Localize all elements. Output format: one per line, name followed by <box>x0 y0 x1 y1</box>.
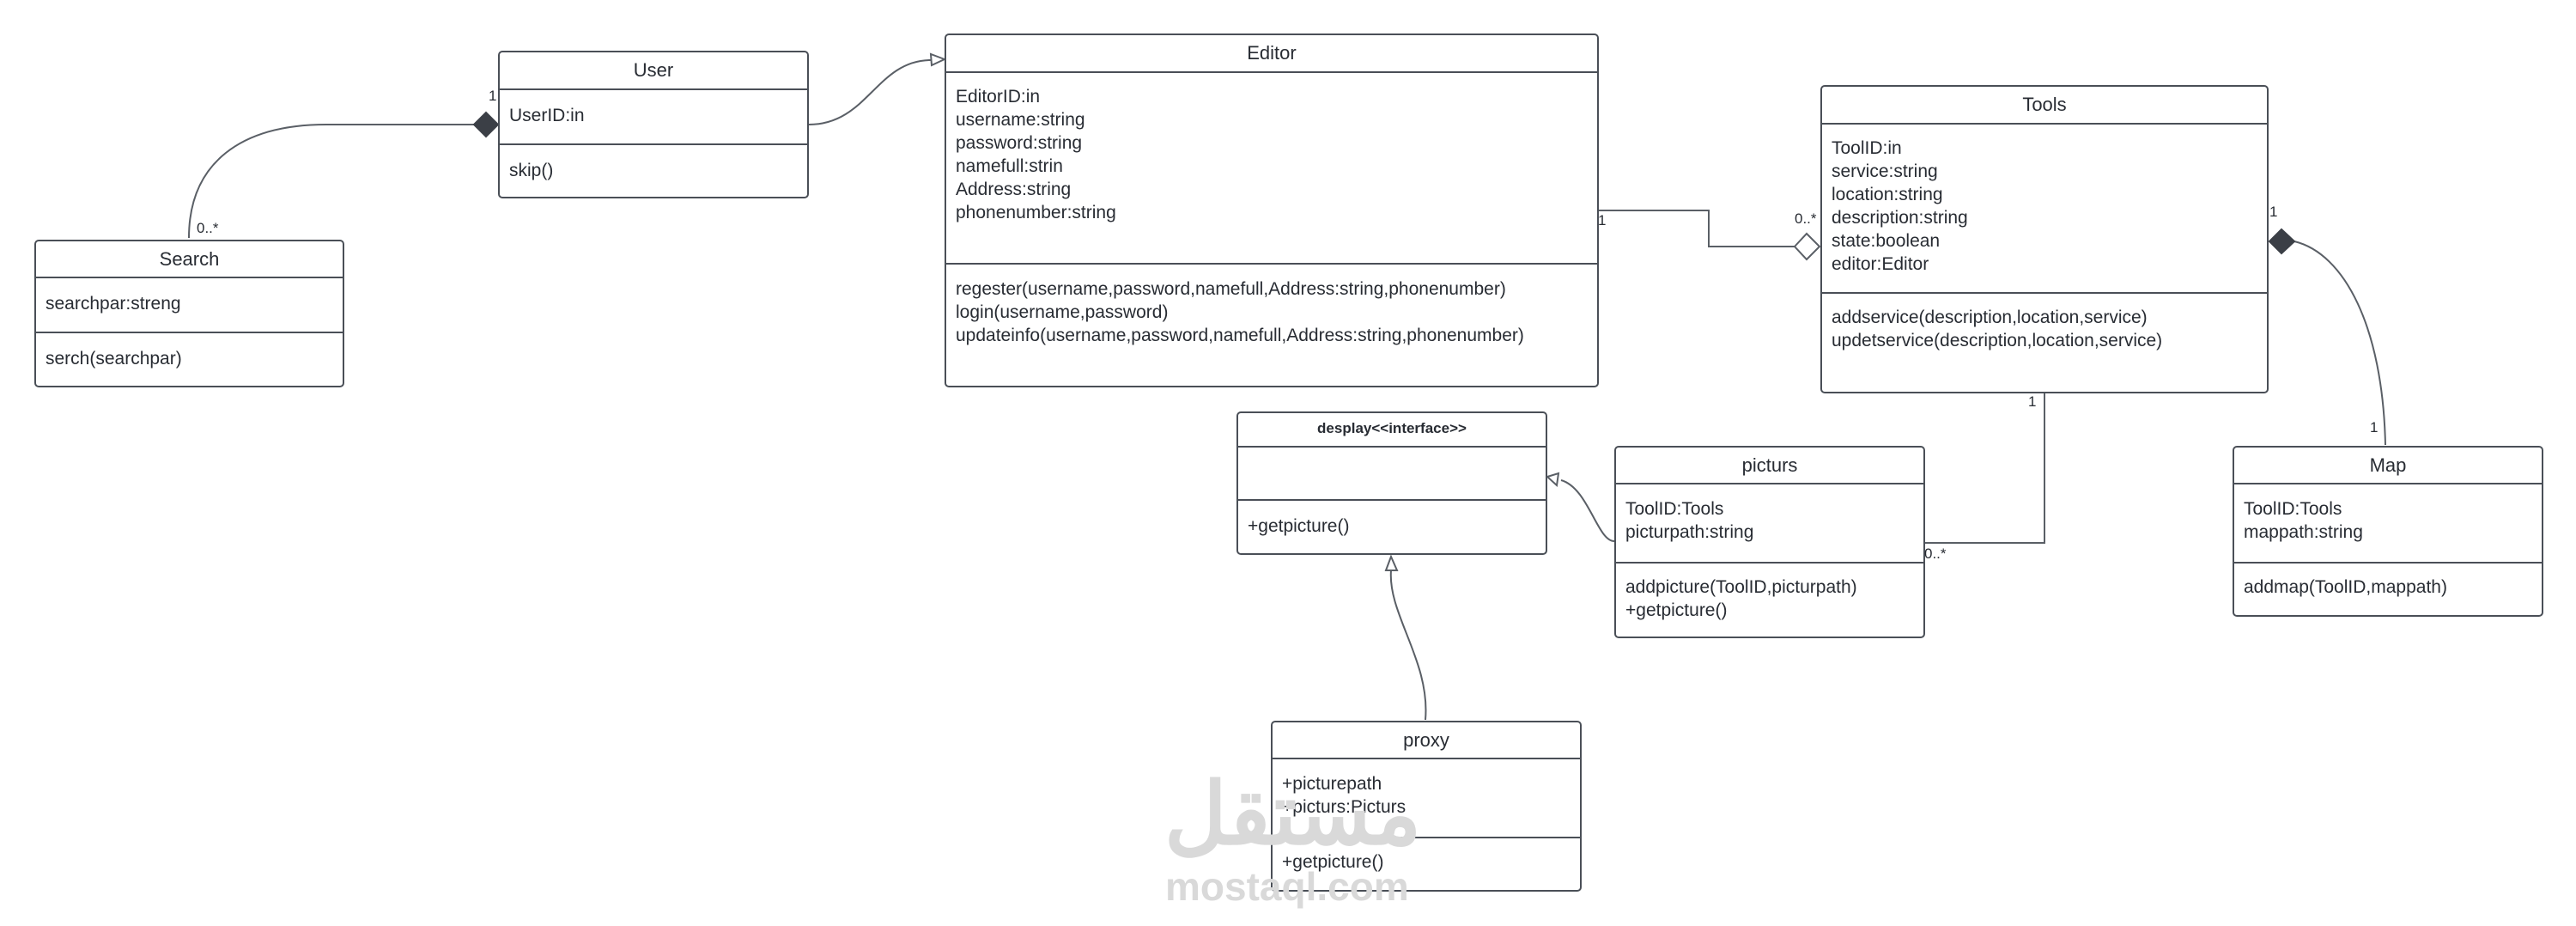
multiplicity-label: 1 <box>2269 204 2278 220</box>
method: +getpicture() <box>1625 600 1728 620</box>
class-proxy-attributes: +picturepath +picturs:Picturs <box>1273 759 1580 838</box>
attribute: password:string <box>956 133 1083 153</box>
composition-diamond-tools <box>2268 228 2296 255</box>
realization-arrowhead-desplay <box>1546 472 1560 488</box>
multiplicity-label: 1 <box>2028 393 2037 410</box>
attribute: ToolID:Tools <box>2244 499 2342 519</box>
attribute: service:string <box>1832 161 1938 181</box>
method: addpicture(ToolID,picturpath) <box>1625 577 1857 597</box>
method: addservice(description,location,service) <box>1832 308 2148 327</box>
class-tools-methods: addservice(description,location,service)… <box>1822 294 2267 352</box>
attribute: +picturs:Picturs <box>1282 797 1406 817</box>
attribute: UserID:in <box>509 106 585 125</box>
multiplicity-label: 0..* <box>1924 545 1947 562</box>
class-picturs-methods: addpicture(ToolID,picturpath) +getpictur… <box>1616 564 1923 622</box>
class-proxy-methods: +getpicture() <box>1273 838 1580 874</box>
class-search-title: Search <box>36 241 343 278</box>
attribute: picturpath:string <box>1625 522 1754 542</box>
method: updetservice(description,location,servic… <box>1832 331 2163 350</box>
attribute: namefull:strin <box>956 156 1063 176</box>
realization-line-proxy-desplay <box>1389 570 1427 721</box>
class-tools[interactable]: Tools ToolID:in service:string location:… <box>1820 85 2269 393</box>
class-editor[interactable]: Editor EditorID:in username:string passw… <box>945 34 1599 387</box>
composition-line-user-search <box>188 124 474 239</box>
class-search-attributes: searchpar:streng <box>36 278 343 333</box>
multiplicity-label: 1 <box>489 88 497 104</box>
generalization-line-user-editor <box>808 59 933 125</box>
attribute: username:string <box>956 110 1085 130</box>
class-map-title: Map <box>2234 448 2542 484</box>
class-map[interactable]: Map ToolID:Tools mappath:string addmap(T… <box>2233 446 2543 617</box>
class-user-title: User <box>500 52 807 90</box>
attribute: mappath:string <box>2244 522 2363 542</box>
watermark-latin: mostaql.com <box>1165 864 1409 909</box>
method: +getpicture() <box>1248 516 1350 536</box>
class-tools-attributes: ToolID:in service:string location:string… <box>1822 125 2267 294</box>
aggregation-line-editor-tools <box>1599 210 1795 247</box>
attribute: location:string <box>1832 185 1943 204</box>
class-user-methods: skip() <box>500 145 807 182</box>
interface-desplay-title: desplay<<interface>> <box>1238 413 1546 448</box>
class-picturs[interactable]: picturs ToolID:Tools picturpath:string a… <box>1614 446 1925 638</box>
multiplicity-label: 1 <box>2370 419 2379 436</box>
method: skip() <box>509 161 554 180</box>
interface-desplay-attributes <box>1238 448 1546 501</box>
interface-desplay[interactable]: desplay<<interface>> +getpicture() <box>1236 411 1547 555</box>
attribute: state:boolean <box>1832 231 1941 251</box>
method: login(username,password) <box>956 302 1169 322</box>
aggregation-diamond-tools <box>1793 232 1821 261</box>
attribute: ToolID:Tools <box>1625 499 1724 519</box>
attribute: searchpar:streng <box>46 294 181 314</box>
class-proxy[interactable]: proxy +picturepath +picturs:Picturs +get… <box>1271 721 1582 892</box>
class-map-attributes: ToolID:Tools mappath:string <box>2234 484 2542 564</box>
attribute: phonenumber:string <box>956 203 1116 222</box>
attribute: editor:Editor <box>1832 254 1929 274</box>
method: +getpicture() <box>1282 852 1384 872</box>
method: regester(username,password,namefull,Addr… <box>956 279 1506 299</box>
class-map-methods: addmap(ToolID,mappath) <box>2234 564 2542 599</box>
realization-arrowhead-desplay-2 <box>1384 554 1399 571</box>
realization-line-picturs-desplay <box>1560 479 1615 542</box>
interface-desplay-methods: +getpicture() <box>1238 501 1546 538</box>
composition-line-tools-map <box>2293 241 2386 446</box>
class-user-attributes: UserID:in <box>500 90 807 145</box>
method: updateinfo(username,password,namefull,Ad… <box>956 326 1524 345</box>
attribute: Address:string <box>956 180 1072 199</box>
generalization-arrowhead-editor <box>929 52 947 67</box>
class-tools-title: Tools <box>1822 87 2267 125</box>
multiplicity-label: 0..* <box>1795 210 1817 227</box>
attribute: description:string <box>1832 208 1968 228</box>
class-user[interactable]: User UserID:in skip() <box>498 51 809 198</box>
method: addmap(ToolID,mappath) <box>2244 577 2447 597</box>
association-line-tools-picturs <box>1925 393 2045 544</box>
composition-diamond-user <box>472 111 500 138</box>
class-picturs-attributes: ToolID:Tools picturpath:string <box>1616 484 1923 564</box>
class-picturs-title: picturs <box>1616 448 1923 484</box>
class-editor-methods: regester(username,password,namefull,Addr… <box>946 265 1597 347</box>
attribute: ToolID:in <box>1832 138 1902 158</box>
multiplicity-label: 0..* <box>197 220 219 236</box>
class-editor-attributes: EditorID:in username:string password:str… <box>946 73 1597 265</box>
class-search[interactable]: Search searchpar:streng serch(searchpar) <box>34 240 344 387</box>
method: serch(searchpar) <box>46 349 182 369</box>
multiplicity-label: 1 <box>1598 212 1607 228</box>
watermark-arabic: مستقل <box>1164 766 1422 862</box>
attribute: +picturepath <box>1282 774 1382 794</box>
class-search-methods: serch(searchpar) <box>36 333 343 370</box>
class-editor-title: Editor <box>946 35 1597 73</box>
attribute: EditorID:in <box>956 87 1041 107</box>
class-proxy-title: proxy <box>1273 722 1580 759</box>
